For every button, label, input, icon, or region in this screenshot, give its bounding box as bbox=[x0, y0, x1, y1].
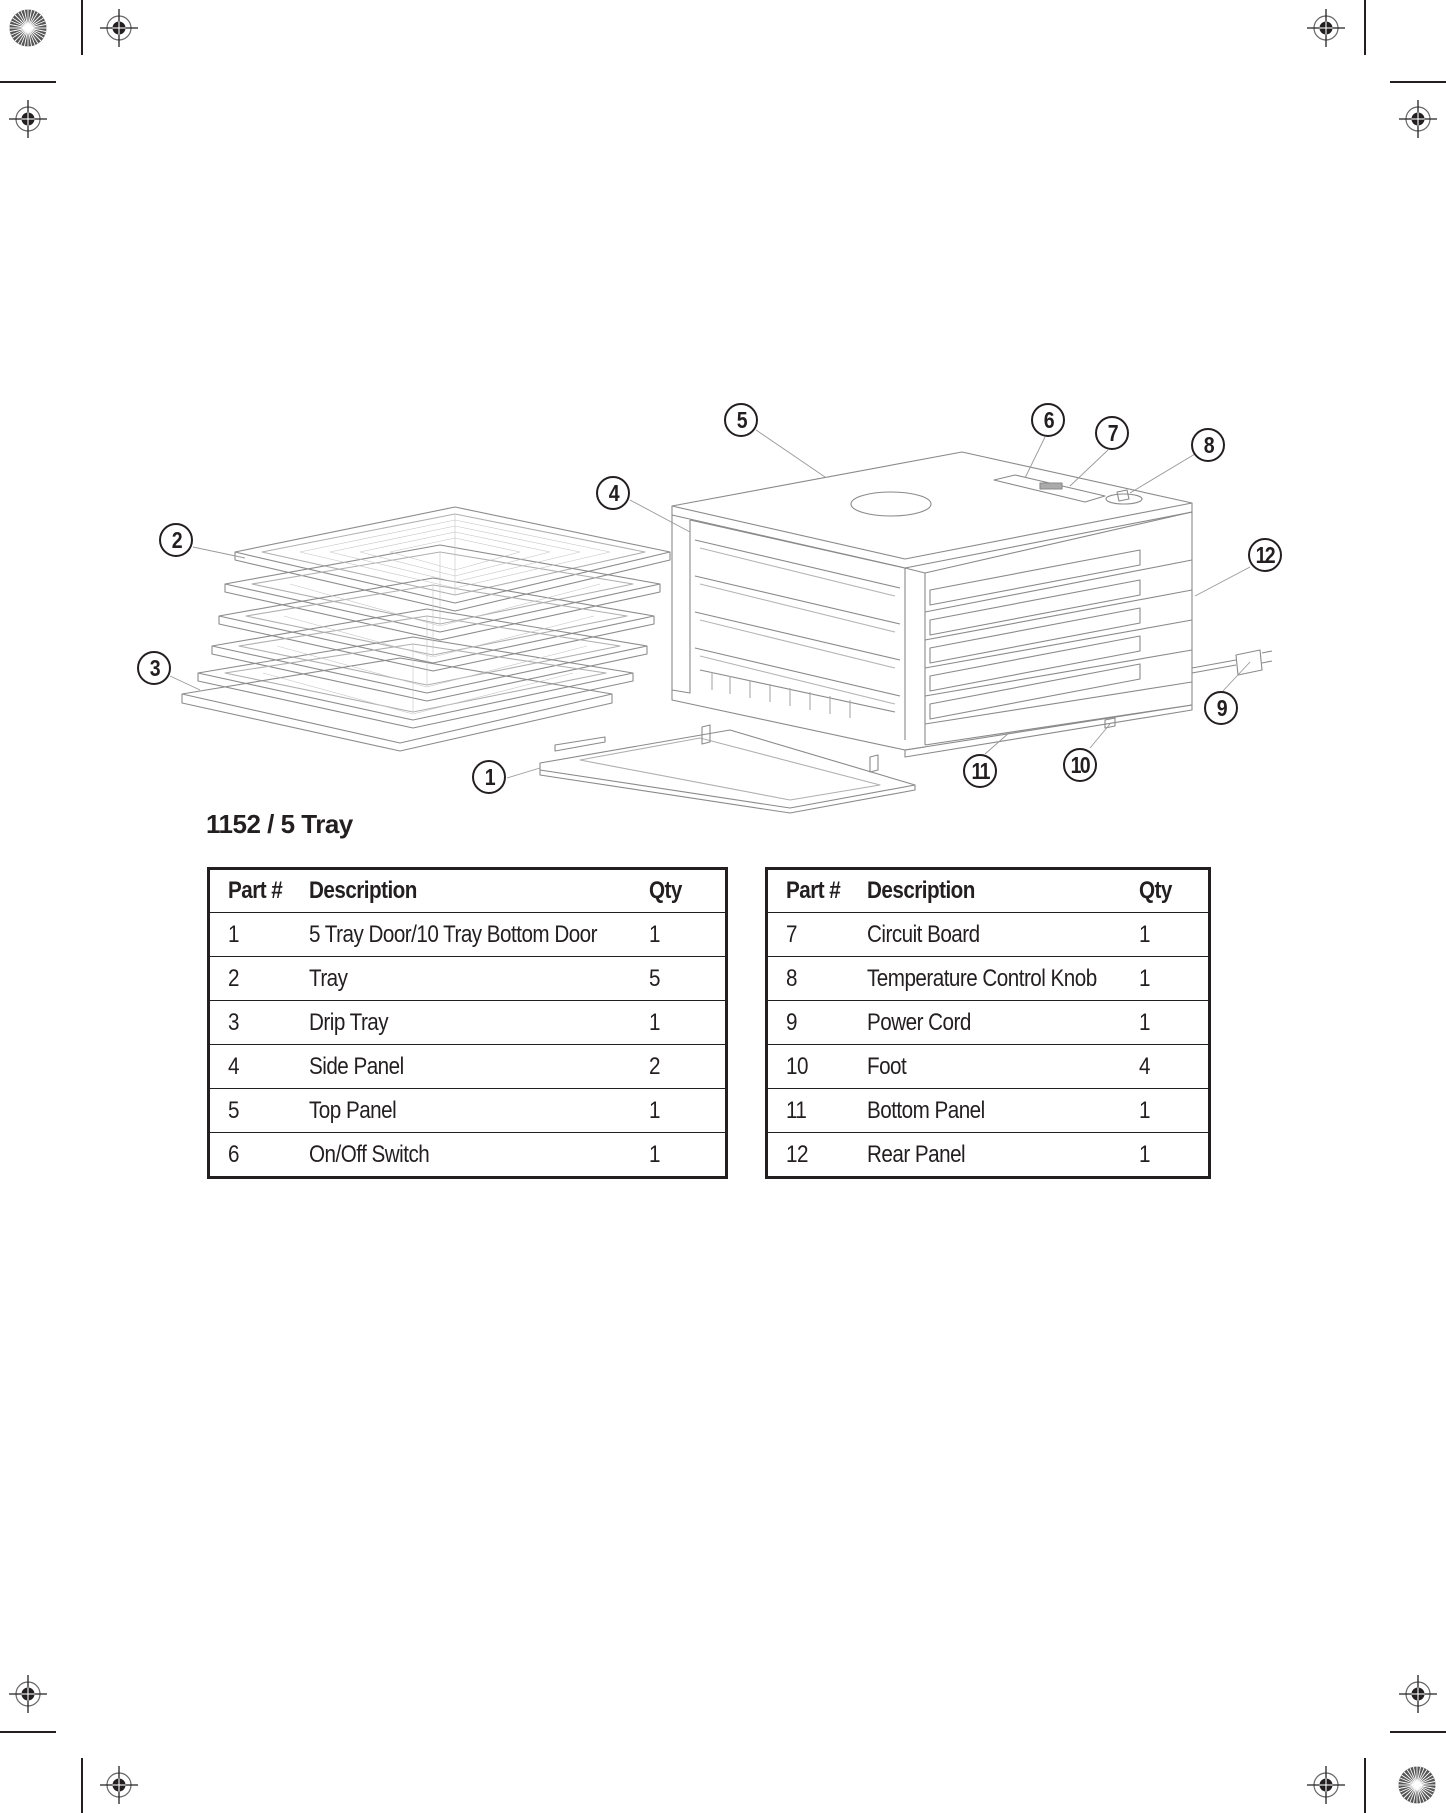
parts-table-left: Part # Description Qty 1 5 Tray Door/10 … bbox=[207, 867, 728, 1179]
part-number-cell: 8 bbox=[766, 956, 867, 1001]
callout-11: 11 bbox=[963, 754, 997, 788]
description-cell: 5 Tray Door/10 Tray Bottom Door bbox=[309, 912, 649, 957]
model-title: 1152 / 5 Tray bbox=[206, 809, 353, 839]
callout-10: 10 bbox=[1063, 748, 1097, 782]
qty-cell: 2 bbox=[649, 1044, 727, 1089]
table-row: 9 Power Cord 1 bbox=[766, 1000, 1210, 1045]
part-number-cell: 6 bbox=[228, 1140, 239, 1168]
description-cell: Foot bbox=[867, 1044, 1139, 1089]
table-row: 12 Rear Panel 1 bbox=[767, 1133, 1210, 1178]
qty-cell: 1 bbox=[649, 1088, 727, 1133]
table-row: 3 Drip Tray 1 bbox=[208, 1000, 727, 1045]
part-number-cell: 10 bbox=[766, 1044, 867, 1089]
qty-cell: 1 bbox=[649, 1140, 660, 1168]
table-row: 11 Bottom Panel 1 bbox=[766, 1088, 1210, 1133]
part-number-cell: 2 bbox=[208, 956, 309, 1001]
door bbox=[539, 724, 916, 814]
qty-cell: 4 bbox=[1139, 1044, 1210, 1089]
crop-mark bbox=[81, 1758, 83, 1813]
callout-2: 2 bbox=[159, 523, 193, 557]
description-cell: Bottom Panel bbox=[867, 1088, 1139, 1133]
callout-4: 4 bbox=[596, 476, 630, 510]
qty-cell: 1 bbox=[649, 912, 727, 957]
crop-mark bbox=[81, 0, 83, 55]
callout-3: 3 bbox=[137, 651, 171, 685]
header-part-number: Part # bbox=[766, 868, 867, 913]
crop-mark bbox=[0, 81, 56, 83]
table-header-row: Part # Description Qty bbox=[208, 868, 727, 913]
description-cell: Circuit Board bbox=[867, 912, 1139, 957]
tray-stack bbox=[181, 506, 671, 752]
part-number-cell: 1 bbox=[208, 912, 309, 957]
description-cell: Drip Tray bbox=[309, 1000, 649, 1045]
dehydrator-body bbox=[671, 451, 1273, 758]
qty-cell: 1 bbox=[1139, 1140, 1150, 1168]
table-header-row: Part # Description Qty bbox=[766, 868, 1210, 913]
qty-cell: 1 bbox=[649, 1000, 727, 1045]
description-cell: On/Off Switch bbox=[309, 1140, 430, 1168]
part-number-cell: 4 bbox=[208, 1044, 309, 1089]
header-part-number: Part # bbox=[208, 868, 309, 913]
part-number-cell: 5 bbox=[208, 1088, 309, 1133]
description-cell: Top Panel bbox=[309, 1088, 649, 1133]
table-row: 8 Temperature Control Knob 1 bbox=[766, 956, 1210, 1001]
table-row: 6 On/Off Switch 1 bbox=[209, 1133, 727, 1178]
header-qty: Qty bbox=[649, 868, 727, 913]
callout-7: 7 bbox=[1095, 416, 1129, 450]
header-description: Description bbox=[309, 868, 649, 913]
header-description: Description bbox=[867, 868, 1139, 913]
color-bar-starburst-icon bbox=[9, 9, 47, 47]
part-number-cell: 3 bbox=[208, 1000, 309, 1045]
parts-table-right: Part # Description Qty 7 Circuit Board 1… bbox=[765, 867, 1211, 1179]
table-row: 2 Tray 5 bbox=[208, 956, 727, 1001]
table-row: 7 Circuit Board 1 bbox=[766, 912, 1210, 957]
callout-1: 1 bbox=[472, 760, 506, 794]
callout-12: 12 bbox=[1248, 538, 1282, 572]
description-cell: Temperature Control Knob bbox=[867, 956, 1139, 1001]
description-cell: Side Panel bbox=[309, 1044, 649, 1089]
table-row: 5 Top Panel 1 bbox=[208, 1088, 727, 1133]
description-cell: Tray bbox=[309, 956, 649, 1001]
qty-cell: 1 bbox=[1139, 1000, 1210, 1045]
qty-cell: 1 bbox=[1139, 912, 1210, 957]
part-number-cell: 7 bbox=[766, 912, 867, 957]
header-qty: Qty bbox=[1139, 868, 1210, 913]
qty-cell: 1 bbox=[1139, 956, 1210, 1001]
crop-mark bbox=[1390, 81, 1446, 83]
part-number-cell: 11 bbox=[766, 1088, 867, 1133]
crop-mark bbox=[0, 1731, 56, 1733]
callout-8: 8 bbox=[1191, 428, 1225, 462]
leader-lines bbox=[169, 429, 1251, 779]
crop-mark bbox=[1364, 0, 1366, 55]
callout-5: 5 bbox=[724, 403, 758, 437]
callout-9: 9 bbox=[1204, 691, 1238, 725]
callout-6: 6 bbox=[1031, 403, 1065, 437]
qty-cell: 1 bbox=[1139, 1088, 1210, 1133]
crop-mark bbox=[1364, 1758, 1366, 1813]
part-number-cell: 12 bbox=[786, 1140, 808, 1168]
part-number-cell: 9 bbox=[766, 1000, 867, 1045]
color-bar-starburst-icon bbox=[1398, 1766, 1436, 1804]
description-cell: Power Cord bbox=[867, 1000, 1139, 1045]
crop-mark bbox=[1390, 1731, 1446, 1733]
table-row: 4 Side Panel 2 bbox=[208, 1044, 727, 1089]
qty-cell: 5 bbox=[649, 956, 727, 1001]
table-row: 1 5 Tray Door/10 Tray Bottom Door 1 bbox=[208, 912, 727, 957]
table-row: 10 Foot 4 bbox=[766, 1044, 1210, 1089]
description-cell: Rear Panel bbox=[867, 1140, 966, 1168]
